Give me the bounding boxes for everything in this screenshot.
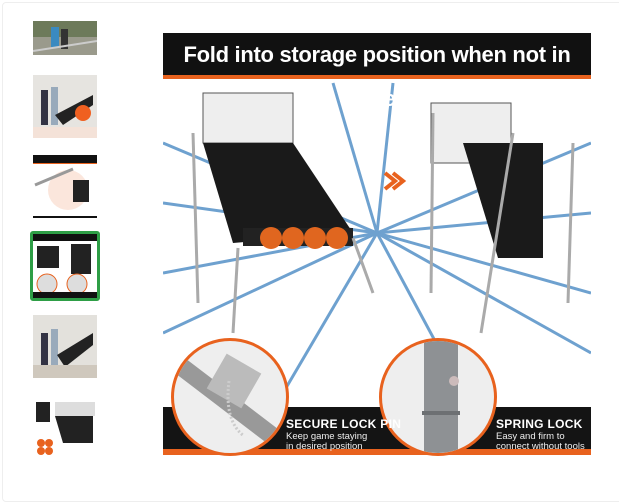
arcade-folded bbox=[429, 102, 575, 334]
main-product-image[interactable]: Fold into storage position when not in u… bbox=[163, 33, 591, 461]
image-title: Fold into storage position when not in u… bbox=[163, 33, 591, 111]
feature1-line1: Keep game staying bbox=[286, 431, 368, 442]
arrow-icon bbox=[383, 171, 407, 191]
thumbnail-6[interactable] bbox=[33, 398, 97, 461]
feature1-title: SECURE LOCK PIN bbox=[286, 417, 402, 431]
arcade-unfolded bbox=[191, 92, 375, 334]
feature2-title: SPRING LOCK bbox=[496, 417, 583, 431]
feature2-line1: Easy and firm to bbox=[496, 431, 565, 442]
feature1-line2: in desired position bbox=[286, 441, 363, 452]
thumbnail-5[interactable] bbox=[33, 315, 97, 378]
spring-lock-closeup bbox=[379, 338, 497, 456]
thumbnail-1[interactable] bbox=[33, 21, 97, 59]
thumbnail-4-selected[interactable] bbox=[30, 231, 100, 301]
burst-lines-illustration bbox=[163, 82, 591, 394]
thumbnail-3[interactable] bbox=[33, 155, 97, 218]
thumbnail-2[interactable] bbox=[33, 75, 97, 138]
lock-pin-closeup bbox=[171, 338, 289, 456]
feature2-line2: connect without tools bbox=[496, 441, 585, 452]
